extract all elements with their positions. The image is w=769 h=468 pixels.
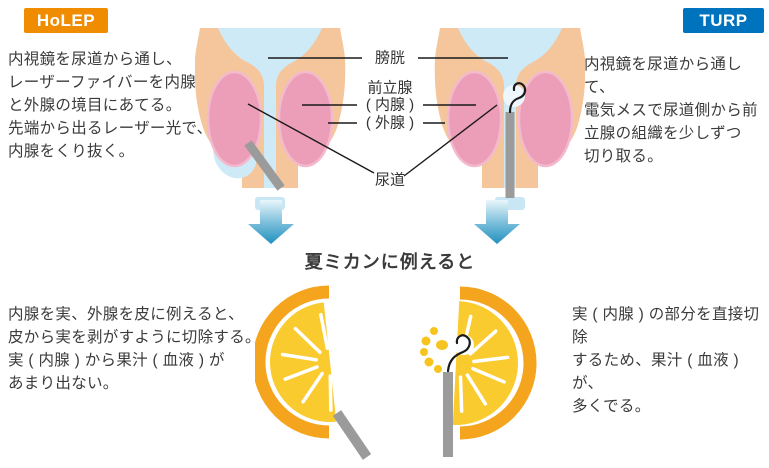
urethra-pointer-right xyxy=(403,104,498,177)
bladder-and-urethra xyxy=(218,28,322,188)
turp-description: 内視鏡を尿道から通して、 電気メスで尿道側から前 立腺の組織を少しずつ 切り取る… xyxy=(584,56,758,165)
bladder-label: 膀胱 xyxy=(375,50,405,67)
inner-gland-right-lobe xyxy=(277,70,334,168)
laser-fiber-instrument xyxy=(332,410,372,460)
inner-gland-left-lobe xyxy=(206,70,263,168)
segment-rays xyxy=(280,312,333,412)
turp-mikan-description: 実 ( 内腺 ) の部分を直接切除 するため、果汁 ( 血液 ) が、 多くでる… xyxy=(572,306,760,415)
mikan-flesh xyxy=(452,301,518,425)
holep-description: 内視鏡を尿道から通し、 レーザーファイバーを内腺 と外腺の境目にあてる。 先端か… xyxy=(8,51,213,160)
segment-rays xyxy=(458,314,510,413)
turp-mikan-diagram xyxy=(420,286,537,457)
flesh-half xyxy=(270,302,337,422)
holep-anatomy-diagram xyxy=(195,28,346,210)
outer-gland-label: ( 外腺 ) xyxy=(366,115,414,132)
juice-droplets xyxy=(420,327,448,373)
flesh-half xyxy=(452,301,518,425)
resectoscope-instrument xyxy=(443,372,453,457)
electric-wire-loop-icon xyxy=(508,82,527,114)
inner-gland-label: ( 内腺 ) xyxy=(366,97,414,114)
turp-anatomy-diagram xyxy=(434,28,585,210)
inner-gland-right-lobe xyxy=(517,70,574,168)
section-title: 夏ミカンに例えると xyxy=(304,252,476,272)
mikan-flesh xyxy=(270,302,337,422)
mikan-peel xyxy=(255,285,330,439)
mikan-peel xyxy=(459,286,537,440)
prostate-label: 前立腺 xyxy=(367,80,412,97)
resection-notch xyxy=(503,85,525,107)
laser-fiber-instrument xyxy=(244,140,285,191)
urethra-pointer-left xyxy=(247,103,375,174)
inner-gland-left-lobe xyxy=(446,70,503,168)
anatomy-diagrams: 膀胱 前立腺 ( 内腺 ) ( 外腺 ) 尿道 xyxy=(195,28,585,210)
electric-wire-loop-icon xyxy=(446,334,471,373)
turp-badge: TURP xyxy=(683,8,764,33)
holep-badge: HoLEP xyxy=(24,8,108,33)
down-arrow-icon xyxy=(474,200,520,244)
resectoscope-instrument xyxy=(505,112,515,198)
urethra-label: 尿道 xyxy=(375,172,405,189)
holep-mikan-description: 内腺を実、外腺を皮に例えると、 皮から実を剥がすように切除する。 実 ( 内腺 … xyxy=(8,306,261,392)
holep-mikan-diagram xyxy=(255,285,372,460)
label-pointer-lines xyxy=(247,57,508,177)
down-arrow-icon xyxy=(248,200,294,244)
